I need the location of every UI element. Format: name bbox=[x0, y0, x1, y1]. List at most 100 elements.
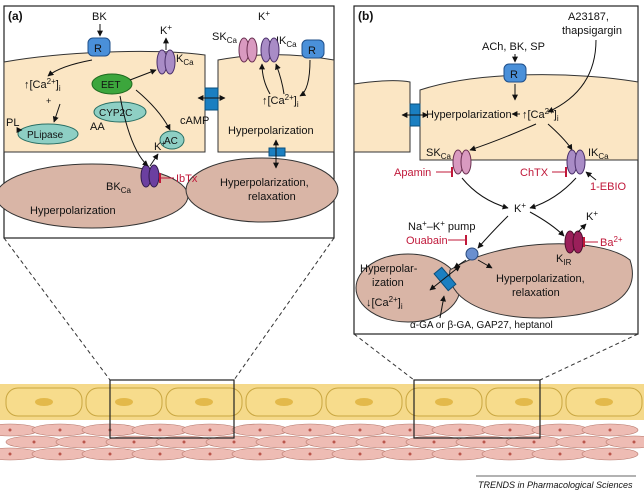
smooth-muscle-nucleus bbox=[358, 428, 362, 432]
agonist-label-1: A23187, bbox=[568, 11, 609, 23]
ca-i-label-a: ↑[Ca2+]i bbox=[24, 77, 61, 93]
smooth-muscle-nucleus bbox=[358, 452, 362, 456]
eet-node: EET bbox=[91, 73, 133, 95]
agonist-label-2: thapsigargin bbox=[562, 25, 622, 37]
svg-text:PLipase: PLipase bbox=[27, 130, 64, 141]
smc-a-left-label: Hyperpolarization bbox=[30, 205, 116, 217]
svg-text:R: R bbox=[510, 69, 518, 81]
receptor-right-icon: R bbox=[301, 39, 325, 59]
smooth-muscle-nucleus bbox=[608, 428, 612, 432]
hyperpol-label-a-right: Hyperpolarization bbox=[228, 125, 314, 137]
skca-channel-icon bbox=[238, 37, 258, 63]
smooth-muscle-nucleus bbox=[232, 440, 236, 444]
smc-b-right-label-2: relaxation bbox=[512, 287, 560, 299]
endothelial-nucleus bbox=[115, 398, 133, 406]
zoom-lines bbox=[3, 237, 639, 381]
endothelial-cell-b-right bbox=[419, 74, 639, 161]
smc-a-right-label-2: relaxation bbox=[248, 191, 296, 203]
smooth-muscle-nucleus bbox=[608, 452, 612, 456]
smc-a-right-label-1: Hyperpolarization, bbox=[220, 177, 309, 189]
smooth-muscle-nucleus bbox=[158, 428, 162, 432]
smooth-muscle-nucleus bbox=[632, 440, 636, 444]
smooth-muscle-nucleus bbox=[408, 452, 412, 456]
gap-junction-myoendothelial-a bbox=[268, 147, 286, 157]
k-plus-label: K+ bbox=[160, 23, 172, 37]
ik-label-a: K+ bbox=[258, 9, 270, 23]
smooth-muscle-nucleus bbox=[432, 440, 436, 444]
endothelial-nucleus bbox=[515, 398, 533, 406]
endothelial-nucleus bbox=[195, 398, 213, 406]
endothelial-cell-right bbox=[217, 54, 335, 153]
journal-credit: TRENDS in Pharmacological Sciences bbox=[478, 480, 633, 490]
ikca-channel-icon bbox=[260, 37, 280, 63]
gap-blockers-label: α-GA or β-GA, GAP27, heptanol bbox=[410, 320, 553, 331]
smc-b-left-label-1: Hyperpolar- bbox=[360, 263, 418, 275]
chtx-label: ChTX bbox=[520, 167, 549, 179]
smooth-muscle-nucleus bbox=[558, 452, 562, 456]
kir-k-plus: K+ bbox=[586, 209, 598, 223]
endothelial-cell-b-left bbox=[353, 80, 411, 153]
ebio-label: 1-EBIO bbox=[590, 181, 627, 193]
receptor-icon: R bbox=[87, 37, 111, 57]
camp-label: cAMP bbox=[180, 115, 209, 127]
skca-label-a: SKCa bbox=[212, 31, 237, 45]
endothelial-nucleus bbox=[435, 398, 453, 406]
cyp2c-node: CYP2C bbox=[93, 101, 147, 123]
smooth-muscle-nucleus bbox=[332, 440, 336, 444]
smooth-muscle-cell-b-right bbox=[449, 243, 633, 319]
plipase-node: PLipase bbox=[17, 123, 79, 145]
smooth-muscle-nucleus bbox=[182, 440, 186, 444]
svg-text:AC: AC bbox=[164, 136, 178, 147]
smooth-muscle-nucleus bbox=[208, 428, 212, 432]
smooth-muscle-nucleus bbox=[132, 440, 136, 444]
receptor-b-icon: R bbox=[503, 63, 527, 83]
smooth-muscle-nucleus bbox=[508, 428, 512, 432]
smooth-muscle-nucleus bbox=[508, 452, 512, 456]
kca-channel-icon bbox=[156, 49, 176, 75]
svg-text:CYP2C: CYP2C bbox=[99, 108, 132, 119]
ikca-b-channel-icon bbox=[566, 149, 586, 175]
ikca-b-label: IKCa bbox=[588, 147, 609, 161]
endothelial-nucleus bbox=[275, 398, 293, 406]
smooth-muscle-nucleus bbox=[108, 452, 112, 456]
kir-channel-icon bbox=[564, 230, 584, 254]
smooth-muscle-nucleus bbox=[582, 440, 586, 444]
endothelial-nucleus bbox=[595, 398, 613, 406]
ca-i-label-b: ↑[Ca2+]i bbox=[522, 107, 559, 123]
endothelial-nucleus bbox=[35, 398, 53, 406]
svg-text:R: R bbox=[94, 43, 102, 55]
ca-i-label-a-right: ↑[Ca2+]i bbox=[262, 93, 299, 109]
smooth-muscle-cell-a-right bbox=[185, 157, 339, 223]
ouabain-label: Ouabain bbox=[406, 235, 448, 247]
na-k-pump-icon bbox=[465, 247, 479, 261]
smooth-muscle-nucleus bbox=[408, 428, 412, 432]
smooth-muscle-nucleus bbox=[282, 440, 286, 444]
smooth-muscle-nucleus bbox=[382, 440, 386, 444]
bk-label: BK bbox=[92, 11, 107, 23]
panel-a-label: (a) bbox=[8, 9, 23, 23]
smooth-muscle-nucleus bbox=[158, 452, 162, 456]
panel-b-label: (b) bbox=[358, 9, 373, 23]
smc-b-left-label-2: ization bbox=[372, 277, 404, 289]
smooth-muscle-nucleus bbox=[58, 452, 62, 456]
smooth-muscle-cells-row bbox=[0, 423, 644, 461]
gap-junction-a bbox=[204, 87, 219, 111]
agonist-label-3: ACh, BK, SP bbox=[482, 41, 545, 53]
smooth-muscle-nucleus bbox=[458, 452, 462, 456]
skca-b-channel-icon bbox=[452, 149, 472, 175]
smc-b-right-label-1: Hyperpolarization, bbox=[496, 273, 585, 285]
ibtx-label: IbTx bbox=[176, 173, 198, 185]
aa-label: AA bbox=[90, 121, 105, 133]
smooth-muscle-nucleus bbox=[308, 452, 312, 456]
smooth-muscle-nucleus bbox=[458, 428, 462, 432]
bkca-channel-icon bbox=[140, 164, 160, 188]
ba-label: Ba2+ bbox=[600, 235, 623, 249]
ikca-label-a: IKCa bbox=[276, 35, 297, 49]
endothelial-cells-row bbox=[5, 387, 643, 417]
pl-label: PL bbox=[6, 117, 19, 129]
smooth-muscle-nucleus bbox=[482, 440, 486, 444]
smooth-muscle-nucleus bbox=[82, 440, 86, 444]
pump-label: Na+–K+ pump bbox=[408, 219, 475, 233]
smooth-muscle-nucleus bbox=[8, 428, 12, 432]
